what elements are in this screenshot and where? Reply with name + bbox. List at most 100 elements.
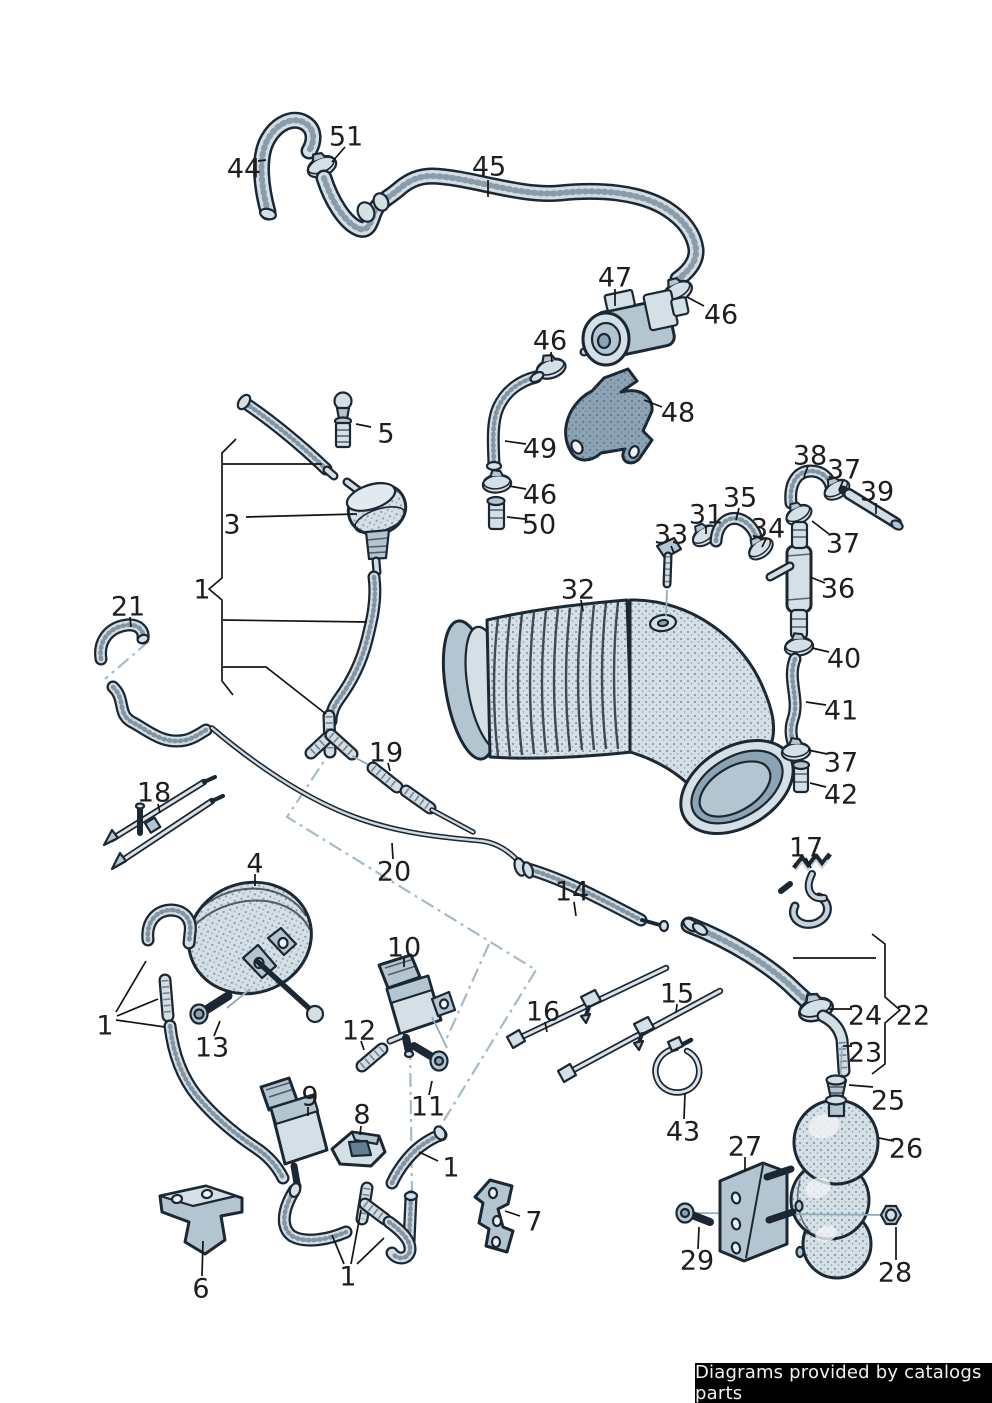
leader-line-9 (643, 399, 663, 408)
leader-line-56 (331, 1234, 345, 1265)
part-label-32-23: 32 (561, 575, 595, 606)
part-label-37-26: 37 (824, 748, 858, 779)
part-label-20-30: 20 (377, 857, 411, 888)
leader-line-16 (803, 465, 809, 478)
leader-line-14 (223, 666, 327, 715)
part-label-26-46: 26 (889, 1134, 923, 1165)
leader-line-11 (245, 513, 358, 518)
part-label-25-44: 25 (871, 1086, 905, 1117)
part-label-43-45: 43 (666, 1117, 700, 1148)
part-label-27-47: 27 (728, 1132, 762, 1163)
part-label-35-17: 35 (723, 483, 757, 514)
footer-credit-text: Diagrams provided by catalogs parts (695, 1362, 982, 1403)
part-21-hose (101, 625, 150, 659)
part-48-bracket (564, 367, 654, 465)
leader-line-34 (805, 857, 812, 869)
leader-line-33 (573, 901, 577, 917)
part-label-40-24: 40 (827, 644, 861, 675)
part-label-17-32: 17 (789, 833, 823, 864)
leader-line-44 (675, 1003, 678, 1014)
part-label-33-20: 33 (654, 520, 688, 551)
leader-line-32 (391, 842, 394, 860)
part-label-46-5: 46 (533, 326, 567, 357)
part-label-1-50: 1 (442, 1153, 459, 1184)
part-1-hose-hook-left (148, 910, 283, 1178)
leader-line-24 (809, 576, 826, 584)
part-label-1-36: 1 (96, 1011, 113, 1042)
part-42-connector (791, 759, 811, 794)
part-46-clamp-bottom (480, 467, 514, 496)
part-41-hose (791, 659, 795, 746)
part-label-4-33: 4 (246, 849, 263, 880)
part-1-hose-below-valve (331, 577, 375, 721)
leader-line-25 (580, 599, 584, 612)
leader-line-31 (387, 762, 391, 772)
part-10-valve (377, 953, 457, 1059)
assembly-bracket-1 (208, 438, 237, 696)
part-39-pipe (838, 485, 904, 531)
part-label-41-25: 41 (824, 696, 858, 727)
part-43-cable-tie-loop (652, 1035, 703, 1096)
part-label-34-19: 34 (751, 514, 785, 545)
part-label-7-51: 7 (525, 1207, 542, 1238)
leader-line-10 (355, 423, 372, 428)
part-37-clamp-low (779, 735, 813, 764)
part-44-hose (259, 120, 313, 221)
part-label-29-54: 29 (680, 1246, 714, 1277)
part-label-18-28: 18 (137, 778, 171, 809)
leader-line-1 (331, 146, 346, 163)
part-label-45-2: 45 (472, 152, 506, 183)
part-label-36-22: 36 (821, 574, 855, 605)
part-7-bracket (473, 1178, 515, 1254)
leader-line-7 (508, 485, 527, 490)
part-label-14-31: 14 (555, 877, 589, 908)
leader-line-55 (201, 1240, 204, 1277)
part-label-48-9: 48 (661, 398, 695, 429)
part-18-cable-ties (102, 775, 225, 871)
leader-line-40 (115, 1019, 166, 1028)
part-label-13-35: 13 (195, 1033, 229, 1064)
part-label-46-7: 46 (523, 480, 557, 511)
part-1-t-connector-upper (304, 709, 372, 767)
part-label-19-29: 19 (369, 738, 403, 769)
part-33-elbow (655, 536, 683, 617)
assembly-brace-22 (871, 933, 901, 1075)
part-15-cable-tie (556, 987, 724, 1084)
leader-line-53 (418, 1151, 439, 1162)
part-label-11-38: 11 (411, 1092, 445, 1123)
part-label-42-27: 42 (824, 780, 858, 811)
part-label-37-21: 37 (826, 529, 860, 560)
leader-line-30 (157, 803, 161, 814)
leader-line-19 (735, 507, 740, 521)
leader-line-0 (257, 159, 267, 162)
part-11-bolt (410, 1042, 449, 1072)
part-22-hose (681, 916, 813, 1009)
part-label-12-37: 12 (342, 1016, 376, 1047)
part-36-y-connector (765, 520, 813, 640)
leader-line-38 (115, 960, 147, 1013)
part-label-51-1: 51 (329, 122, 363, 153)
part-16-cable-tie (505, 964, 670, 1050)
part-17-clip (778, 852, 832, 929)
leader-line-8 (506, 516, 526, 520)
part-label-44-0: 44 (227, 154, 261, 185)
part-3-check-valve (342, 477, 408, 577)
part-38-hose (791, 471, 831, 503)
part-32-air-intake-hose (441, 598, 795, 836)
leader-line-17 (838, 480, 844, 491)
part-label-5-10: 5 (377, 419, 394, 450)
part-28-nut (879, 1204, 903, 1226)
leader-line-48 (683, 1092, 686, 1120)
part-label-10-34: 10 (387, 933, 421, 964)
part-label-1-12: 1 (193, 575, 210, 606)
leader-line-4 (686, 296, 705, 307)
leader-line-41 (360, 1040, 365, 1051)
part-4-actuator (187, 880, 325, 1024)
leader-line-52 (359, 1125, 362, 1136)
part-label-8-49: 8 (353, 1100, 370, 1131)
leader-line-28 (807, 749, 828, 755)
part-label-24-41: 24 (848, 1001, 882, 1032)
part-8-holder (330, 1130, 387, 1168)
part-label-50-8: 50 (522, 510, 556, 541)
